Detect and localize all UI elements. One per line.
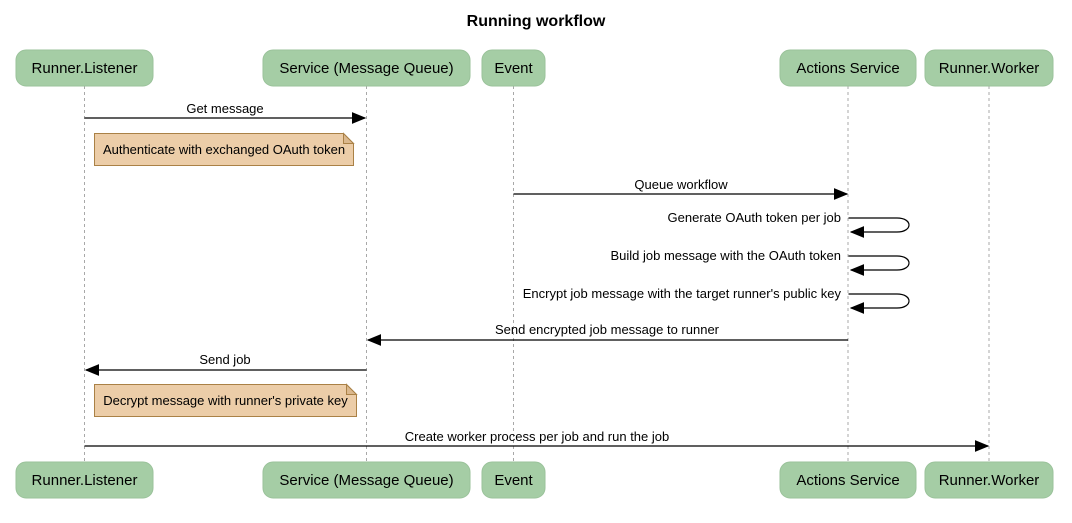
note-fold-icon <box>343 132 355 144</box>
actor-label: Actions Service <box>796 472 899 489</box>
message-label: Queue workflow <box>634 177 728 192</box>
actor-label: Runner.Worker <box>939 472 1040 489</box>
actor-box <box>262 49 471 87</box>
actor-actions-service-top: Actions Service <box>779 49 917 87</box>
self-message-encrypt-job-message: Encrypt job message with the target runn… <box>523 286 910 314</box>
actor-box <box>924 461 1054 499</box>
actor-box <box>262 461 471 499</box>
actor-runner-listener-top: Runner.Listener <box>15 49 154 87</box>
actor-label: Event <box>494 472 533 489</box>
actor-box <box>481 49 546 87</box>
actor-service-message-queue-top: Service (Message Queue) <box>262 49 471 87</box>
actor-label: Service (Message Queue) <box>279 60 453 77</box>
self-message-loop <box>848 217 910 238</box>
actor-event-top: Event <box>481 49 546 87</box>
actor-event-bottom: Event <box>481 461 546 499</box>
self-message-build-job-message: Build job message with the OAuth token <box>610 248 910 276</box>
actor-box <box>481 461 546 499</box>
note-body <box>94 384 357 417</box>
note-fold-icon <box>346 383 358 395</box>
message-label: Build job message with the OAuth token <box>610 248 841 263</box>
actor-label: Runner.Worker <box>939 60 1040 77</box>
message-label: Create worker process per job and run th… <box>405 429 669 444</box>
actor-label: Runner.Listener <box>32 472 138 489</box>
message-queue-workflow: Queue workflow <box>513 177 849 200</box>
message-create-worker-process: Create worker process per job and run th… <box>84 429 990 452</box>
actor-service-message-queue-bottom: Service (Message Queue) <box>262 461 471 499</box>
message-label: Get message <box>186 101 263 116</box>
actor-label: Runner.Listener <box>32 60 138 77</box>
note-label: Authenticate with exchanged OAuth token <box>103 142 345 157</box>
note-decrypt-message: Decrypt message with runner's private ke… <box>94 383 358 417</box>
actor-runner-listener-bottom: Runner.Listener <box>15 461 154 499</box>
note-label: Decrypt message with runner's private ke… <box>103 393 348 408</box>
actor-actions-service-bottom: Actions Service <box>779 461 917 499</box>
self-message-loop <box>848 255 910 276</box>
actor-box <box>779 49 917 87</box>
message-get-message: Get message <box>84 101 367 124</box>
message-label: Encrypt job message with the target runn… <box>523 286 842 301</box>
message-label: Send job <box>199 352 250 367</box>
self-message-generate-oauth-token: Generate OAuth token per job <box>668 210 910 238</box>
actor-label: Event <box>494 60 533 77</box>
actor-box <box>15 49 154 87</box>
note-authenticate-oauth: Authenticate with exchanged OAuth token <box>94 132 355 166</box>
self-message-loop <box>848 293 910 314</box>
diagram-title: Running workflow <box>467 13 606 30</box>
actor-runner-worker-bottom: Runner.Worker <box>924 461 1054 499</box>
actor-label: Service (Message Queue) <box>279 472 453 489</box>
message-label: Generate OAuth token per job <box>668 210 841 225</box>
actor-box <box>15 461 154 499</box>
actor-box <box>924 49 1054 87</box>
message-send-job: Send job <box>84 352 367 376</box>
message-label: Send encrypted job message to runner <box>495 322 720 337</box>
note-body <box>94 133 354 166</box>
actor-runner-worker-top: Runner.Worker <box>924 49 1054 87</box>
message-send-encrypted-job: Send encrypted job message to runner <box>366 322 848 346</box>
actor-box <box>779 461 917 499</box>
actor-label: Actions Service <box>796 60 899 77</box>
